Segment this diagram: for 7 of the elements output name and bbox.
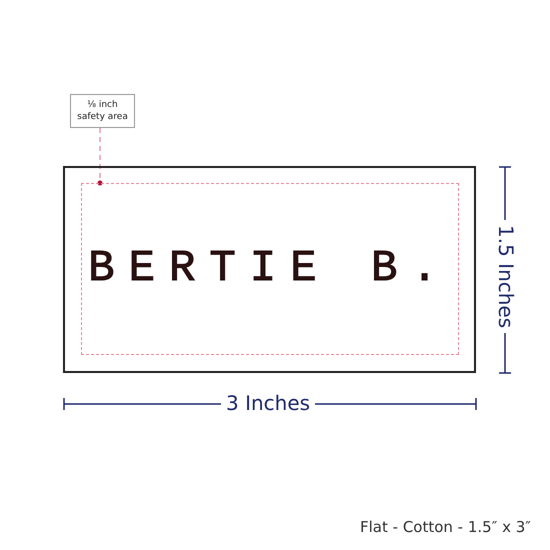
label-outline	[63, 166, 476, 373]
callout-text: ⅛ inch safety area	[77, 99, 128, 123]
product-spec-text: Flat - Cotton - 1.5″ x 3″	[360, 518, 531, 536]
safety-area-box	[81, 183, 459, 355]
name-text: BERTIE B.	[88, 244, 452, 294]
leader-line	[98, 128, 102, 186]
callout-box	[70, 94, 135, 128]
